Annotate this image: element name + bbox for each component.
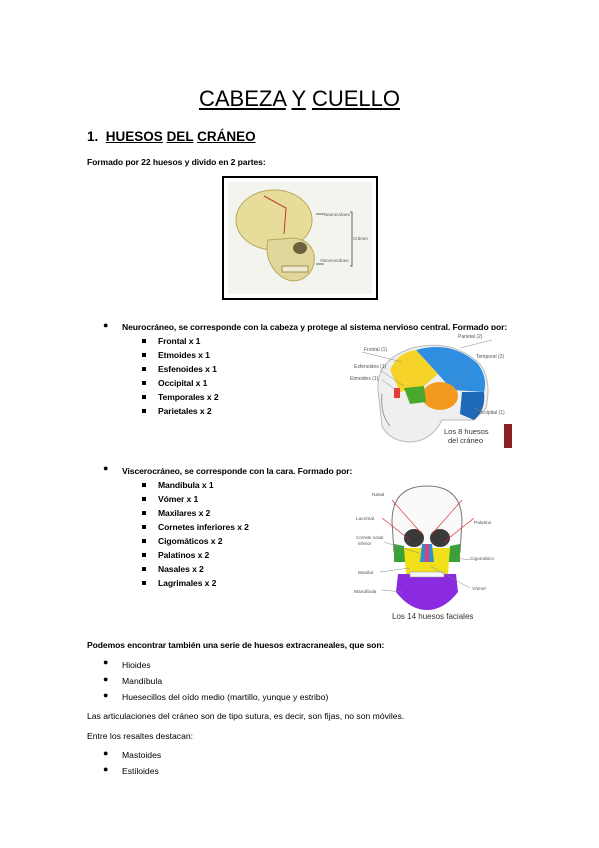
viscero-item: Mandíbula x 1 bbox=[158, 480, 214, 490]
bullet-dot: ● bbox=[103, 764, 109, 774]
neuro-item: Esfenoides x 1 bbox=[158, 364, 217, 374]
square-bullet bbox=[142, 539, 146, 543]
viscero-item: Maxilares x 2 bbox=[158, 508, 211, 518]
square-bullet bbox=[142, 511, 146, 515]
fig3-label: inferior bbox=[358, 541, 372, 546]
neuro-item: Temporales x 2 bbox=[158, 392, 219, 402]
bullet-dot: ● bbox=[103, 320, 109, 330]
skull-colored-image: Frontal (1) Parietal (2) Esfenoides (1) … bbox=[342, 330, 514, 452]
neuro-item: Etmoides x 1 bbox=[158, 350, 210, 360]
resaltes-item: Estiloides bbox=[122, 766, 159, 776]
page-title: CABEZA Y CUELLO bbox=[199, 86, 400, 111]
fig3-caption: Los 14 huesos faciales bbox=[392, 612, 473, 621]
section-heading: 1. HUESOS DEL CRÁNEO bbox=[87, 129, 256, 144]
viscero-item: Cigomáticos x 2 bbox=[158, 536, 223, 546]
square-bullet bbox=[142, 409, 146, 413]
fig3-label: Palatino bbox=[474, 520, 492, 526]
fig3-label: Nasal bbox=[372, 492, 384, 498]
skull-lateral-image: Neurocráneo Cráneo Viscerocráneo bbox=[228, 182, 372, 294]
extra-item: Huesecillos del oído medio (martillo, yu… bbox=[122, 692, 329, 702]
facial-bones-figure: Nasal Lacrimal Palatino Cornete nasal in… bbox=[352, 482, 502, 622]
extra-item: Hioides bbox=[122, 660, 151, 670]
fig1-label-craneo: Cráneo bbox=[353, 236, 368, 241]
fig3-label: Vómer bbox=[472, 586, 487, 592]
articulaciones-text: Las articulaciones del cráneo son de tip… bbox=[87, 711, 405, 721]
square-bullet bbox=[142, 381, 146, 385]
square-bullet bbox=[142, 353, 146, 357]
neuro-item: Parietales x 2 bbox=[158, 406, 212, 416]
fig2-caption: del cráneo bbox=[448, 436, 483, 445]
resaltes-text: Entre los resaltes destacan: bbox=[87, 731, 194, 741]
fig1-label-neuro: Neurocráneo bbox=[324, 212, 351, 217]
fig3-label: Mandíbula bbox=[354, 589, 377, 595]
fig2-label: Parietal (2) bbox=[458, 334, 483, 340]
fig2-label: Esfenoides (1) bbox=[354, 364, 387, 370]
resaltes-item: Mastoides bbox=[122, 750, 162, 760]
square-bullet bbox=[142, 553, 146, 557]
bullet-dot: ● bbox=[103, 463, 109, 473]
square-bullet bbox=[142, 367, 146, 371]
fig1-label-viscero: Viscerocráneo bbox=[320, 258, 349, 263]
fig2-label: Etmoides (1) bbox=[350, 376, 379, 382]
bullet-dot: ● bbox=[103, 748, 109, 758]
square-bullet bbox=[142, 339, 146, 343]
neuro-text: Neurocráneo, se corresponde con la cabez… bbox=[122, 322, 508, 332]
fig3-label: Lacrimal bbox=[356, 516, 374, 522]
square-bullet bbox=[142, 581, 146, 585]
square-bullet bbox=[142, 525, 146, 529]
square-bullet bbox=[142, 567, 146, 571]
fig2-label: Occipital (1) bbox=[478, 410, 505, 416]
fig3-label: Cornete nasal bbox=[356, 535, 383, 540]
square-bullet bbox=[142, 395, 146, 399]
viscero-item: Nasales x 2 bbox=[158, 564, 204, 574]
viscero-item: Lagrimales x 2 bbox=[158, 578, 217, 588]
skull-bones-figure: Frontal (1) Parietal (2) Esfenoides (1) … bbox=[342, 330, 514, 452]
fig2-label: Frontal (1) bbox=[364, 347, 387, 353]
skull-frontal-image: Nasal Lacrimal Palatino Cornete nasal in… bbox=[352, 482, 502, 622]
viscero-item: Cornetes inferiores x 2 bbox=[158, 522, 249, 532]
intro-text: Formado por 22 huesos y divido en 2 part… bbox=[87, 157, 266, 167]
neuro-item: Occipital x 1 bbox=[158, 378, 208, 388]
fig2-caption: Los 8 huesos bbox=[444, 427, 489, 436]
square-bullet bbox=[142, 497, 146, 501]
viscero-item: Vómer x 1 bbox=[158, 494, 199, 504]
viscero-text: Viscerocráneo, se corresponde con la car… bbox=[122, 466, 353, 476]
bullet-dot: ● bbox=[103, 657, 109, 667]
skull-figure: Neurocráneo Cráneo Viscerocráneo bbox=[222, 176, 378, 300]
square-bullet bbox=[142, 483, 146, 487]
fig3-label: Maxilar bbox=[358, 570, 374, 576]
bullet-dot: ● bbox=[103, 690, 109, 700]
viscero-item: Palatinos x 2 bbox=[158, 550, 210, 560]
extra-text: Podemos encontrar también una serie de h… bbox=[87, 640, 385, 650]
bullet-dot: ● bbox=[103, 674, 109, 684]
fig3-label: Cigomático bbox=[470, 556, 494, 562]
fig2-label: Temporal (2) bbox=[476, 354, 504, 360]
extra-item: Mandíbula bbox=[122, 676, 163, 686]
neuro-item: Frontal x 1 bbox=[158, 336, 201, 346]
